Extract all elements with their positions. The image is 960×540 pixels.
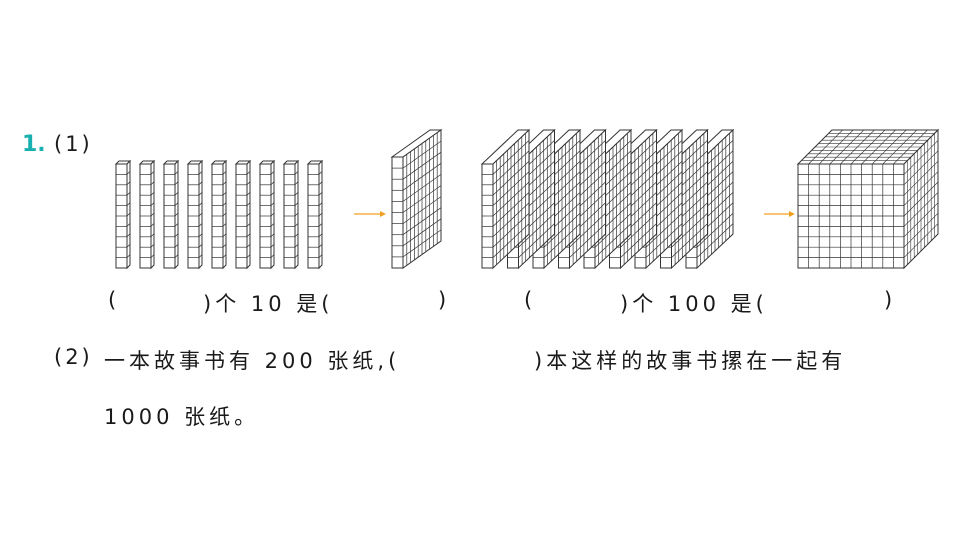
part-2-text-b: )本这样的故事书摞在一起有 [534, 349, 847, 373]
fill-blank-open-2: ( [524, 288, 537, 312]
question-number: 1. [22, 132, 46, 157]
arrow-icon [354, 211, 386, 217]
ten-rod-block [162, 159, 180, 270]
ten-rod-block [138, 159, 156, 270]
ten-rod-block [210, 159, 228, 270]
fill-blank-text-1: )个 10 是( [203, 292, 334, 316]
fill-blank-close-1: ) [438, 288, 451, 312]
thousand-cube-block [796, 128, 940, 270]
ten-rod-block [258, 159, 276, 270]
part-2-text-line2: 1000 张纸。 [104, 405, 260, 429]
fill-blank-close-2: ) [884, 288, 897, 312]
fill-blank-text-2: )个 100 是( [620, 292, 768, 316]
part-1-label: (1) [54, 132, 93, 156]
ten-rod-block [186, 159, 204, 270]
part-2-label: (2) [54, 345, 93, 369]
arrow-icon [764, 211, 795, 217]
hundred-flat-block [480, 128, 531, 270]
ten-rod-block [114, 159, 132, 270]
fill-blank-open-1: ( [108, 288, 121, 312]
ten-rod-block [234, 159, 252, 270]
ten-rod-block [306, 159, 324, 270]
part-2-text-a: 一本故事书有 200 张纸,( [104, 349, 401, 373]
ten-rod-block [282, 159, 300, 270]
hundred-flat-block [390, 129, 443, 269]
